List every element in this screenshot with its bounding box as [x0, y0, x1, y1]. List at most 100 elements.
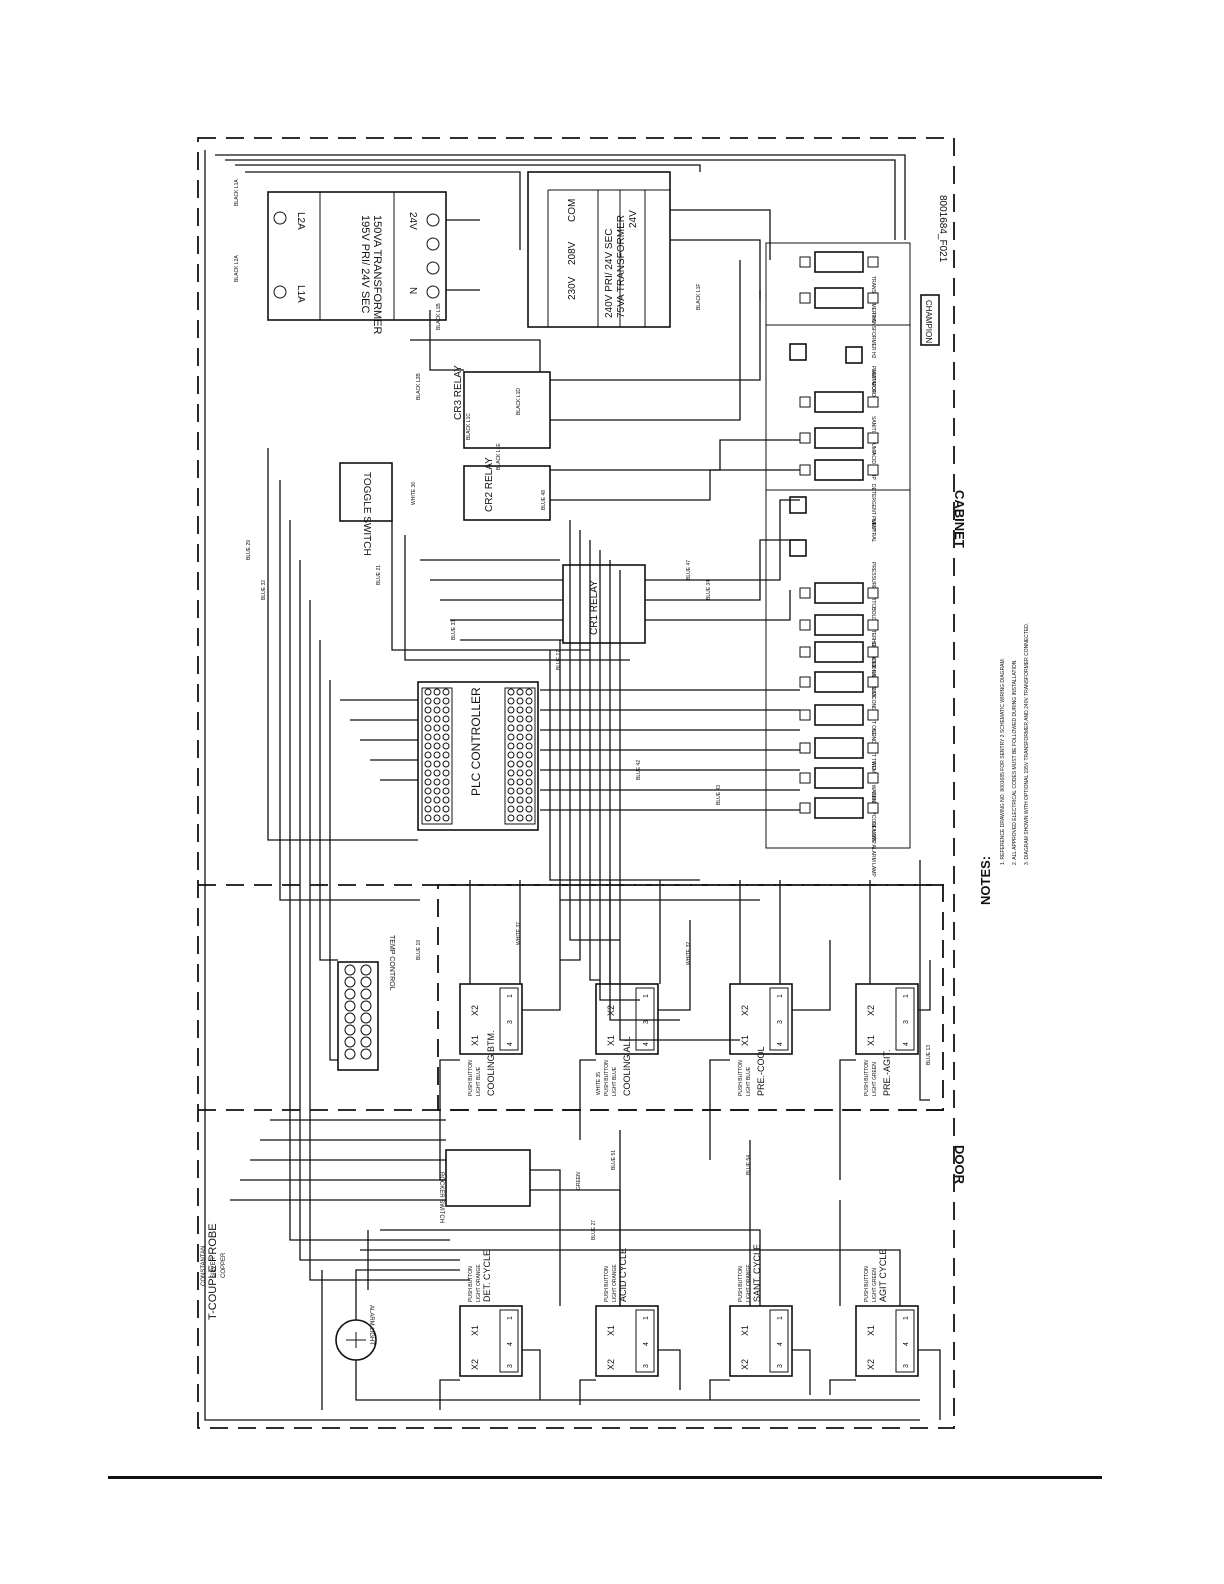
wire-label: BLUE 54: [746, 1155, 752, 1175]
load-terminal: [867, 587, 879, 599]
load-terminal: [867, 432, 879, 444]
contact-1: 1: [643, 994, 650, 998]
wire-label: BLACK L1C: [466, 413, 472, 440]
plc-terminal: [424, 769, 432, 777]
wire-label: BLUE 32: [261, 580, 267, 600]
wire: [589, 540, 600, 981]
plc-terminal: [433, 760, 441, 768]
load-terminal: [867, 676, 879, 688]
contact-3: 3: [643, 1020, 650, 1024]
wire: [658, 1349, 681, 1390]
section-label-cabinet: CABINET: [952, 490, 967, 548]
relay-cr1-label: CR1 RELAY: [589, 580, 600, 635]
plc-terminal: [525, 706, 533, 714]
push-button-line2: LIGHT ORANGE: [746, 1264, 752, 1302]
load-terminal: [799, 772, 811, 784]
cabinet-load: NEUTRAL: [789, 496, 876, 543]
load-coil: [814, 737, 864, 759]
probe-label: T-COUPLE PROBE: [207, 1223, 219, 1320]
contact-3: 3: [643, 1364, 650, 1368]
transformer-150va: 195V PRI/ 24V SEC 150VA TRANSFORMER L1A …: [267, 191, 447, 334]
load-terminal: [799, 619, 811, 631]
load-label: HOT WATER SOLENOID: [870, 639, 876, 696]
wire: [522, 900, 561, 1011]
wire: [658, 920, 691, 1011]
push-button-line1: PUSH BUTTON: [468, 1060, 474, 1096]
relay-cr2: CR2 RELAY: [463, 457, 551, 521]
load-label: DETERGENT PUMP: [870, 484, 876, 531]
contact-x2: X2: [866, 1359, 876, 1370]
transformer-75-line2: 75VA TRANSFORMER: [616, 215, 627, 318]
plc-terminal: [525, 733, 533, 741]
push-button-body: [855, 983, 919, 1055]
wire-label: WHITE 37: [516, 922, 522, 945]
wire-label: BLACK L1D: [516, 388, 522, 415]
wire-label: BLACK L1B: [436, 303, 442, 330]
wire: [309, 600, 470, 1281]
contact-x2: X2: [606, 1005, 616, 1016]
contact-x2: X2: [606, 1359, 616, 1370]
t-couple-probe: T-COUPLE PROBE CONSTANTAN SILVER COPPER: [201, 1223, 227, 1320]
plc-terminal: [516, 688, 524, 696]
probe-leg2: SILVER: [211, 1256, 217, 1278]
wire: [599, 550, 640, 1001]
transformer-150-line1: 195V PRI/ 24V SEC: [359, 215, 371, 313]
push-button-contacts: [769, 1309, 789, 1373]
push-button-body: [459, 983, 523, 1055]
cabinet-load: COLD WATER SOLENOID: [799, 582, 879, 667]
contact-4: 4: [507, 1342, 514, 1346]
wire-label: WHITE 32: [686, 942, 692, 965]
load-terminal: [799, 676, 811, 688]
wire-label: BLUE 48: [541, 490, 547, 510]
wire: [645, 499, 800, 581]
transformer-com: COM: [567, 199, 578, 222]
plc-terminal: [433, 715, 441, 723]
wire: [550, 439, 800, 471]
plc-terminal: [525, 796, 533, 804]
load-terminal: [799, 256, 811, 268]
plc-terminal: [433, 733, 441, 741]
plc-label: PLC CONTROLLER: [469, 687, 483, 796]
contact-x2: X2: [470, 1359, 480, 1370]
toggle-switch: TOGGLE SWITCH: [339, 462, 393, 556]
wire: [709, 1059, 730, 1160]
contact-3: 3: [507, 1020, 514, 1024]
plc-terminal: [507, 787, 515, 795]
push-button-body: [855, 1305, 919, 1377]
load-coil: [814, 287, 864, 309]
contact-4: 4: [903, 1342, 910, 1346]
load-terminal: [799, 432, 811, 444]
load-terminal: [799, 709, 811, 721]
contact-x1: X1: [866, 1035, 876, 1046]
temp-control-terminal: [360, 1012, 372, 1024]
contact-4: 4: [903, 1042, 910, 1046]
temp-control-terminal: [360, 1000, 372, 1012]
contact-x1: X1: [470, 1035, 480, 1046]
plc-terminal: [516, 724, 524, 732]
plc-terminal: [525, 760, 533, 768]
temp-control-terminals: [344, 964, 372, 1060]
relay-cr3: CR3 RELAY: [453, 365, 551, 449]
plc-terminal: [424, 787, 432, 795]
plc-terminal: [507, 715, 515, 723]
relay-cr1: CR1 RELAY: [562, 564, 646, 644]
note-3: 3. DIAGRAM SHOWN WITH OPTIONAL 195V TRAN…: [1024, 623, 1030, 865]
load-label: PRESSURE SWITCH: [870, 562, 876, 611]
wire: [569, 520, 620, 941]
load-coil: [814, 797, 864, 819]
cabinet-load: AGITATOR: [845, 346, 876, 394]
plc-terminal: [516, 778, 524, 786]
plc-terminal: [424, 796, 432, 804]
load-label: AGITATOR: [870, 369, 876, 394]
push-button-contacts: [499, 987, 519, 1051]
plc-terminal: [442, 724, 450, 732]
plc-terminal: [507, 769, 515, 777]
plc-terminal: [424, 751, 432, 759]
wire: [215, 154, 906, 240]
cabinet-load: REMOTE WASH LAMP: [799, 737, 879, 815]
